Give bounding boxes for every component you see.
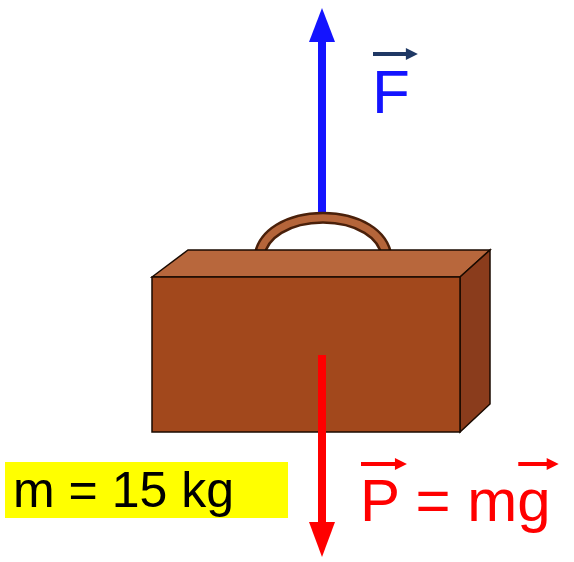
highlight-box: m = 15 kg — [5, 462, 288, 518]
suitcase-top — [152, 250, 490, 277]
vector-arrow-shaft — [373, 52, 412, 56]
force-label: F — [372, 56, 410, 127]
force-arrow-shaft — [318, 38, 326, 216]
mass-value: m = 15 kg — [13, 462, 234, 518]
suitcase-front — [152, 277, 460, 432]
weight-label: P = mg — [360, 466, 551, 535]
weight-arrow-head — [309, 522, 335, 557]
suitcase-side — [460, 250, 490, 432]
vector-arrow-shaft — [518, 462, 552, 466]
vector-arrow-shaft — [361, 462, 401, 466]
weight-arrow-shaft — [318, 355, 326, 526]
force-arrow-head — [309, 8, 335, 42]
